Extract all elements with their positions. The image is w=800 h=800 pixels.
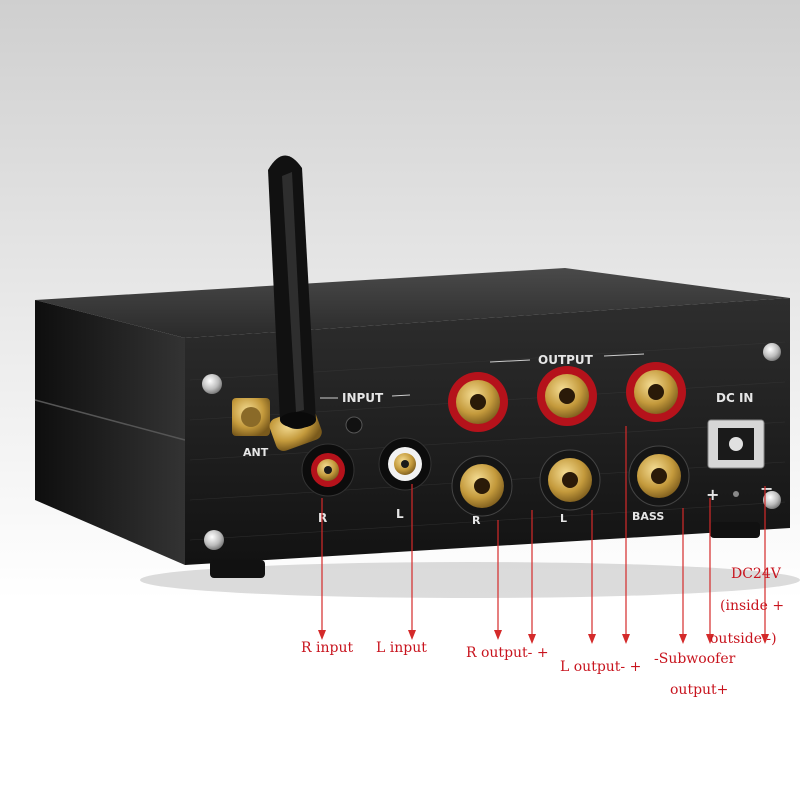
input-panel-label: INPUT bbox=[342, 391, 384, 405]
output-panel-label: OUTPUT bbox=[538, 353, 594, 367]
subwoofer-annotation-line1: -Subwoofer bbox=[654, 651, 736, 667]
dc-in-panel-label: DC IN bbox=[716, 391, 753, 405]
ant-panel-label: ANT bbox=[243, 446, 269, 459]
output-r-label: R bbox=[472, 514, 481, 527]
dc-jack bbox=[707, 419, 765, 497]
terminal-row-top bbox=[448, 362, 686, 432]
arrow-heads bbox=[318, 630, 769, 644]
output-l-label: L bbox=[560, 512, 567, 525]
terminal-row-bottom bbox=[451, 445, 690, 517]
bass-label: BASS bbox=[632, 510, 664, 523]
plus-label: + bbox=[706, 485, 719, 504]
dc-annotation-line2: (inside + bbox=[720, 598, 785, 614]
rca-jack-l bbox=[378, 437, 432, 491]
annotation-arrows bbox=[321, 426, 766, 636]
r-input-annotation: R input bbox=[301, 640, 354, 656]
antenna-icon bbox=[268, 155, 316, 429]
input-l-label: L bbox=[396, 507, 404, 521]
l-output-annotation: L output- + bbox=[560, 659, 642, 675]
rca-jack-r bbox=[301, 443, 355, 497]
dc-annotation-line3: outside -) bbox=[710, 631, 777, 647]
screw-icon bbox=[202, 343, 781, 550]
minus-label: − bbox=[760, 479, 773, 498]
dc-annotation-line1: DC24V bbox=[731, 566, 781, 582]
input-r-label: R bbox=[318, 511, 327, 525]
r-output-annotation: R output- + bbox=[466, 645, 549, 661]
subwoofer-annotation-line2: output+ bbox=[670, 682, 729, 698]
l-input-annotation: L input bbox=[376, 640, 427, 656]
